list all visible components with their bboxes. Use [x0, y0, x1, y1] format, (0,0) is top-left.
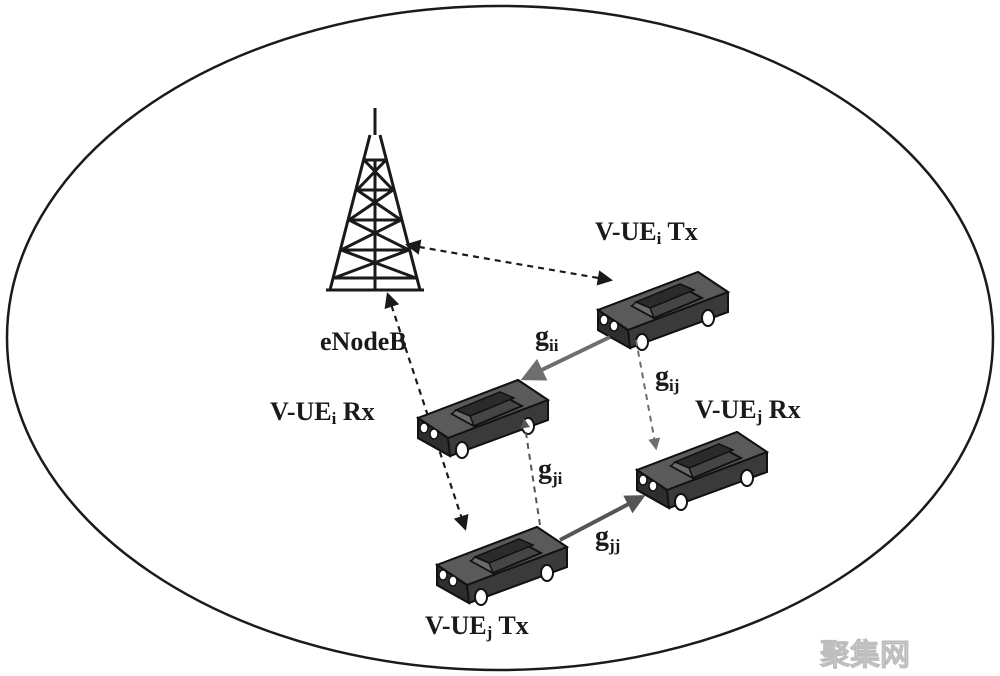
car-ue-j-tx-icon: [436, 526, 568, 606]
coverage-area: [5, 4, 995, 672]
link-gij-arrow: [635, 339, 661, 451]
ue-j-tx-label: V-UEj Tx: [425, 611, 529, 642]
enodeb-label: eNodeB: [320, 327, 407, 356]
ue-i-rx-label: V-UEi Rx: [270, 397, 375, 428]
gjj-label: gjj: [595, 521, 620, 555]
car-ue-j-rx-icon: [636, 431, 768, 511]
gii-label: gii: [535, 321, 559, 355]
car-ue-i-tx-icon: [597, 271, 729, 351]
enodeb-tower-icon: [326, 108, 424, 292]
link-gjj-arrow: [559, 495, 646, 542]
gji-label: gji: [538, 454, 563, 488]
watermark-text: 聚集网: [819, 638, 910, 673]
ue-i-tx-label: V-UEi Tx: [595, 217, 698, 248]
link-gii-arrow: [520, 335, 611, 381]
control-link-enodeb-ue-i-tx: [404, 239, 614, 286]
ue-j-rx-label: V-UEj Rx: [695, 395, 801, 426]
control-link-enodeb-ue-j-tx: [384, 292, 469, 531]
gij-label: gij: [655, 361, 679, 395]
link-gji-arrow: [520, 418, 541, 526]
